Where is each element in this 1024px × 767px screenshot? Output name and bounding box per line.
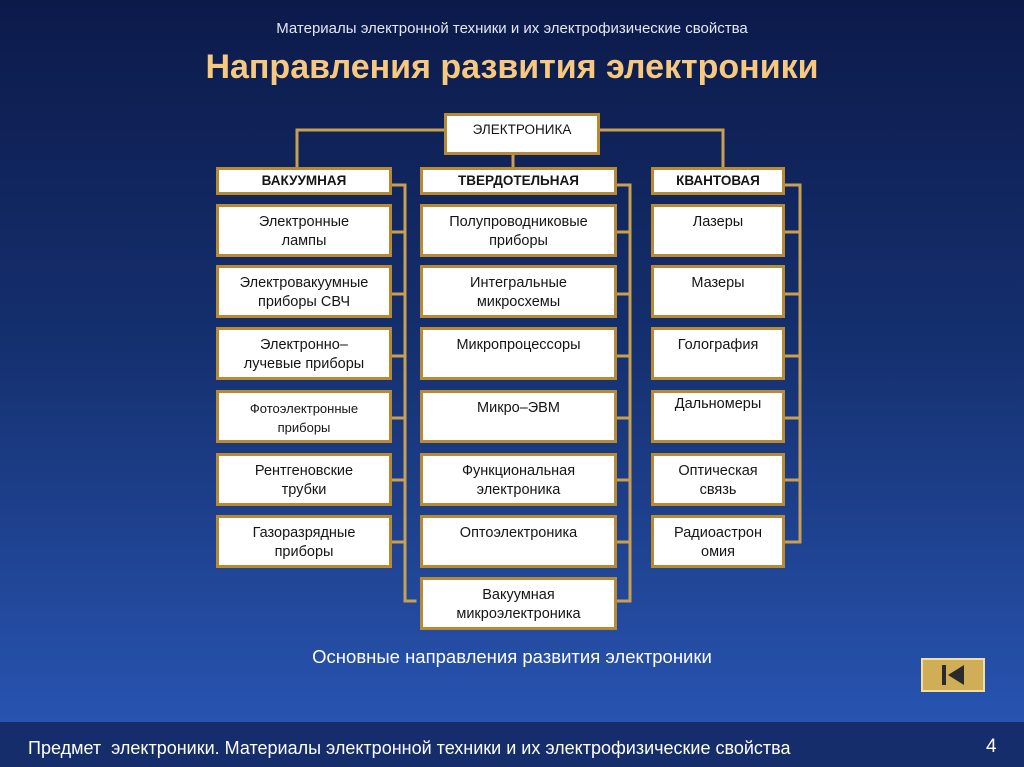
node-solid-state-item: Полупроводниковые приборы [420,204,617,257]
node-electronics-root: ЭЛЕКТРОНИКА [444,113,600,155]
node-vacuum-item: Электровакуумные приборы СВЧ [216,265,392,318]
footer-bar [0,722,1024,767]
footer-course-title: Предмет электроники. Материалы электронн… [28,738,791,758]
node-vacuum-heading: ВАКУУМНАЯ [216,167,392,195]
connector-solid-bracket [615,183,632,603]
node-solid-state-item: Интегральные микросхемы [420,265,617,318]
node-solid-state-heading: ТВЕРДОТЕЛЬНАЯ [420,167,617,195]
slide-subtitle: Материалы электронной техники и их элект… [276,20,748,37]
node-solid-state-item: Микропроцессоры [420,327,617,380]
node-vacuum-item: Фотоэлектронные приборы [216,390,392,443]
connector-root-right [598,128,725,170]
node-vacuum-item: Электронно– лучевые приборы [216,327,392,380]
node-solid-state-item: Микро–ЭВМ [420,390,617,443]
node-quantum-item: Лазеры [651,204,785,257]
connector-vacuum-bracket [390,183,417,603]
node-vacuum-item: Электронные лампы [216,204,392,257]
back-to-start-button[interactable] [921,658,985,692]
node-solid-state-item: Вакуумная микроэлектроника [420,577,617,630]
node-vacuum-item: Рентгеновские трубки [216,453,392,506]
node-quantum-item: Оптическая связь [651,453,785,506]
page-number: 4 [986,736,997,757]
node-vacuum-item: Газоразрядные приборы [216,515,392,568]
node-quantum-item: Радиоастрон омия [651,515,785,568]
slide-title: Направления развития электроники [205,48,819,86]
node-solid-state-item: Функциональная электроника [420,453,617,506]
node-quantum-heading: КВАНТОВАЯ [651,167,785,195]
connector-quantum-bracket [783,183,802,544]
back-to-start-icon [942,665,964,685]
node-quantum-item: Голография [651,327,785,380]
node-solid-state-item: Оптоэлектроника [420,515,617,568]
diagram-caption: Основные направления развития электроник… [312,646,712,667]
node-quantum-item: Дальномеры [651,390,785,443]
connector-root-left [295,128,446,170]
node-quantum-item: Мазеры [651,265,785,318]
